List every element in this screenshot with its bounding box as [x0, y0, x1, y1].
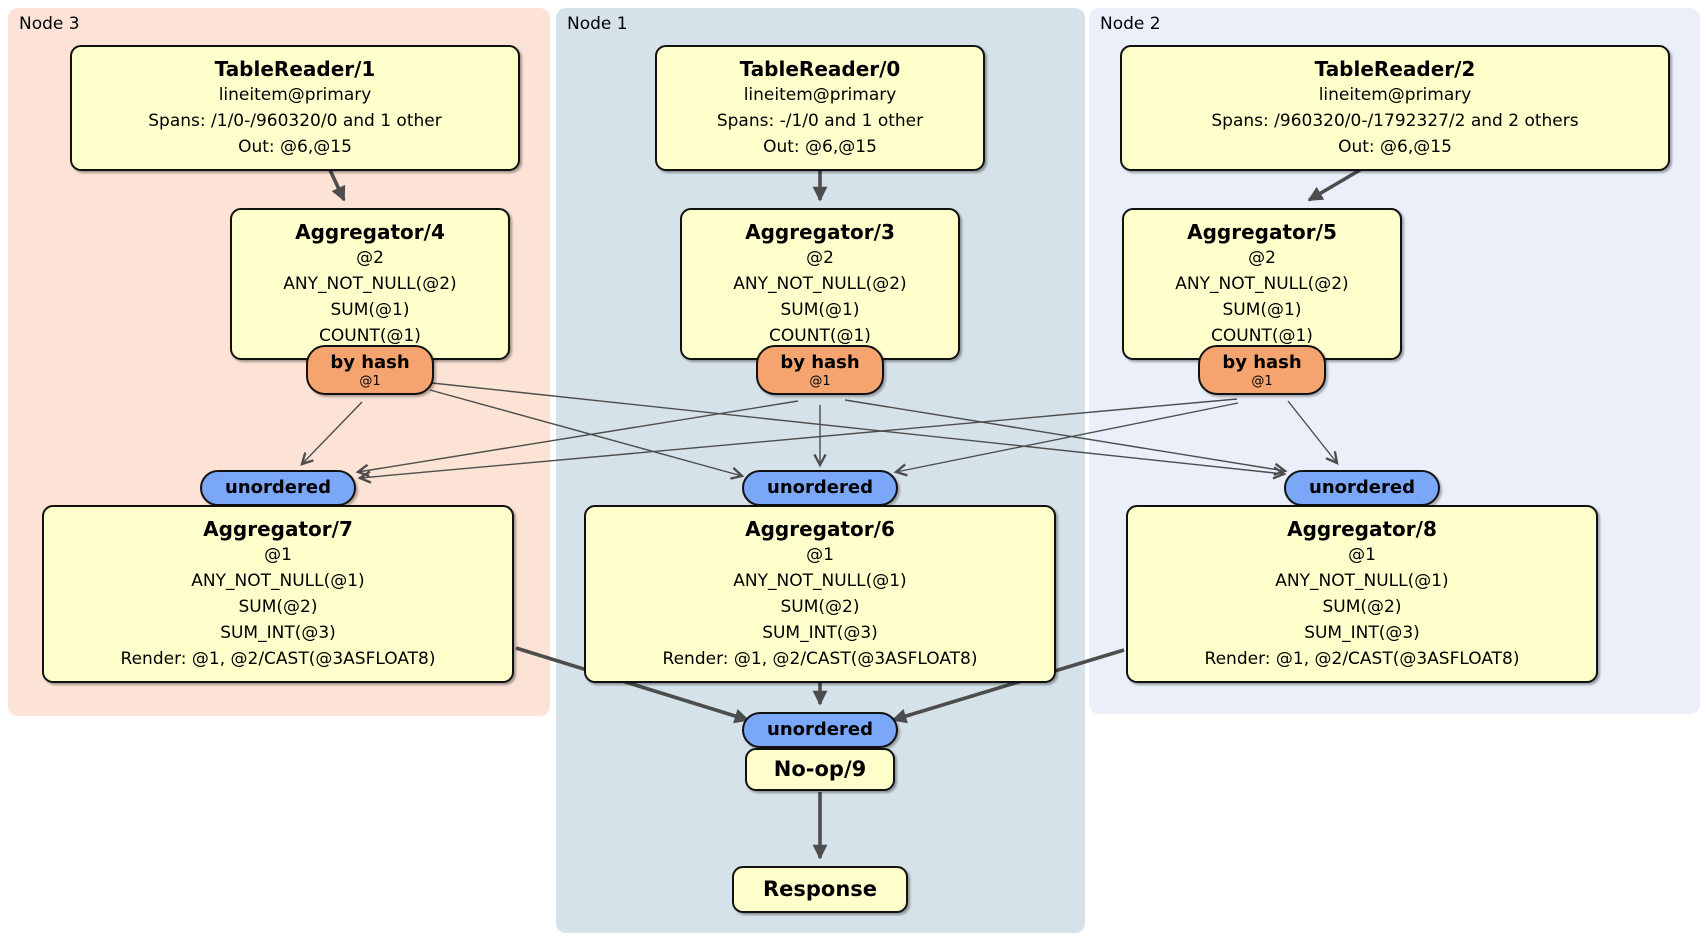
edge-router1-sync3: [355, 400, 799, 477]
processor-title: Aggregator/6: [745, 517, 895, 541]
box-line: lineitem@primary: [218, 85, 372, 105]
processor-title: Aggregator/5: [1187, 220, 1337, 244]
edge-router1-sync2: [844, 399, 1288, 476]
box-line: SUM(@2): [780, 597, 860, 617]
box-line: Out: @6,@15: [238, 137, 352, 157]
box-line: Out: @6,@15: [763, 137, 877, 157]
box-line: @2: [1248, 248, 1276, 268]
region-node3-label: Node 3: [19, 14, 80, 34]
response-box: Response: [732, 866, 908, 913]
box-line: ANY_NOT_NULL(@1): [733, 571, 907, 591]
processor-title: Aggregator/8: [1287, 517, 1437, 541]
edge-tablereader2-aggregator5: [1307, 168, 1361, 202]
region-node1-label: Node 1: [567, 14, 628, 34]
processor-title: Aggregator/7: [203, 517, 353, 541]
router-by-hash-node1: by hash @1: [756, 345, 884, 395]
box-line: ANY_NOT_NULL(@2): [733, 274, 907, 294]
processor-title: TableReader/1: [214, 57, 376, 81]
box-line: Render: @1, @2/CAST(@3ASFLOAT8): [120, 649, 436, 669]
box-line: @2: [806, 248, 834, 268]
edge-router2-sync2: [1287, 400, 1339, 465]
router-by-hash-node2: by hash @1: [1198, 345, 1326, 395]
processor-title: Response: [762, 877, 878, 901]
sync-unordered-node1: unordered: [742, 470, 898, 506]
box-line: ANY_NOT_NULL(@2): [1175, 274, 1349, 294]
processor-title: Aggregator/3: [745, 220, 895, 244]
box-line: Render: @1, @2/CAST(@3ASFLOAT8): [662, 649, 978, 669]
box-line: SUM(@1): [780, 300, 860, 320]
router-detail: @1: [359, 374, 381, 389]
edge-aggregator7-finalsync: [515, 646, 750, 724]
edge-router3-sync3: [300, 401, 363, 466]
box-line: ANY_NOT_NULL(@1): [191, 571, 365, 591]
router-to-sync-edges: [300, 382, 1339, 484]
edge-router2-sync1: [893, 402, 1239, 477]
box-line: ANY_NOT_NULL(@2): [283, 274, 457, 294]
sync-unordered-final: unordered: [742, 712, 898, 748]
box-line: COUNT(@1): [1211, 326, 1313, 346]
box-line: SUM(@2): [1322, 597, 1402, 617]
router-detail: @1: [809, 374, 831, 389]
box-line: @1: [1348, 545, 1376, 565]
processor-title: No-op/9: [773, 757, 867, 781]
router-label: by hash: [780, 352, 860, 373]
box-line: SUM_INT(@3): [220, 623, 336, 643]
box-line: SUM(@1): [330, 300, 410, 320]
box-line: SUM(@1): [1222, 300, 1302, 320]
router-label: by hash: [1222, 352, 1302, 373]
sync-unordered-node3: unordered: [200, 470, 356, 506]
sync-unordered-node2: unordered: [1284, 470, 1440, 506]
processor-title: Aggregator/4: [295, 220, 445, 244]
box-line: COUNT(@1): [769, 326, 871, 346]
box-line: @2: [356, 248, 384, 268]
edge-router3-sync2: [431, 382, 1287, 480]
edge-router2-sync3: [357, 398, 1238, 484]
box-line: Out: @6,@15: [1338, 137, 1452, 157]
region-node2-label: Node 2: [1100, 14, 1161, 34]
box-line: COUNT(@1): [319, 326, 421, 346]
processor-title: TableReader/2: [1314, 57, 1476, 81]
processor-noop-9: No-op/9: [745, 748, 895, 791]
box-line: SUM_INT(@3): [1304, 623, 1420, 643]
edge-aggregator8-finalsync: [891, 648, 1125, 724]
box-line: Spans: -/1/0 and 1 other: [716, 111, 924, 131]
box-line: Spans: /1/0-/960320/0 and 1 other: [148, 111, 442, 131]
router-detail: @1: [1251, 374, 1273, 389]
edge-router3-sync1: [429, 389, 745, 480]
box-line: Render: @1, @2/CAST(@3ASFLOAT8): [1204, 649, 1520, 669]
box-line: lineitem@primary: [743, 85, 897, 105]
box-line: SUM(@2): [238, 597, 318, 617]
processor-title: TableReader/0: [739, 57, 901, 81]
box-line: ANY_NOT_NULL(@1): [1275, 571, 1449, 591]
box-line: @1: [264, 545, 292, 565]
box-line: Spans: /960320/0-/1792327/2 and 2 others: [1211, 111, 1579, 131]
router-by-hash-node3: by hash @1: [306, 345, 434, 395]
stream-edges: [328, 168, 1361, 860]
edge-tablereader1-aggregator4: [328, 169, 346, 202]
router-label: by hash: [330, 352, 410, 373]
box-line: lineitem@primary: [1318, 85, 1472, 105]
box-line: @1: [806, 545, 834, 565]
box-line: SUM_INT(@3): [762, 623, 878, 643]
